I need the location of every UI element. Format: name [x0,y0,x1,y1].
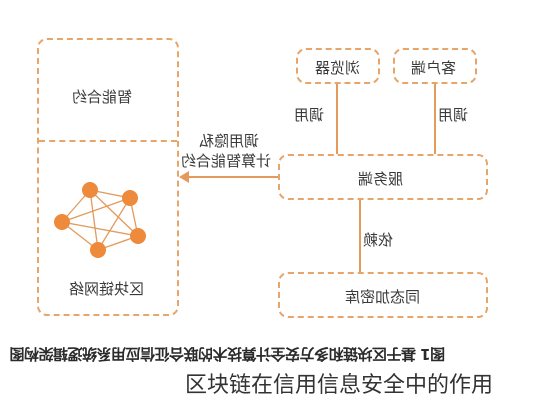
depends-label: 依赖 [363,231,394,249]
privacy-call-line1: 调用隐私 [199,132,260,150]
server-to-library-line [359,200,361,272]
image-caption: 区块链在信用信息安全中的作用 [185,373,494,398]
network-node [130,228,146,244]
section-divider [39,140,177,142]
server-box [278,154,488,200]
client-box [393,48,477,84]
browser-box [296,48,380,84]
client-label: 客户端 [411,59,457,77]
network-node [90,242,106,258]
arrow-head-left-icon [179,171,189,183]
blockchain-container [37,38,179,316]
network-node [82,182,98,198]
figure-caption: 图1 基于区块链和多方安全计算技术的联合征信应用系统逻辑架构图 [10,345,446,363]
smart-contract-label: 智能合约 [72,88,133,106]
server-label: 服务端 [358,170,404,188]
server-to-blockchain-line [186,176,278,178]
network-node [122,190,138,206]
homomorphic-label: 同态加密库 [345,288,421,306]
call-label-left: 调用 [294,106,325,124]
privacy-call-line2: 计算智能合约 [181,152,272,170]
browser-to-server-line [336,84,338,154]
call-label-right: 调用 [438,106,469,124]
homomorphic-library-box [278,272,488,318]
blockchain-network-label: 区块链网络 [69,280,145,298]
blockchain-network-graph [54,182,146,258]
network-node [54,214,70,230]
browser-label: 浏览器 [315,59,361,77]
client-to-server-line [434,84,436,154]
